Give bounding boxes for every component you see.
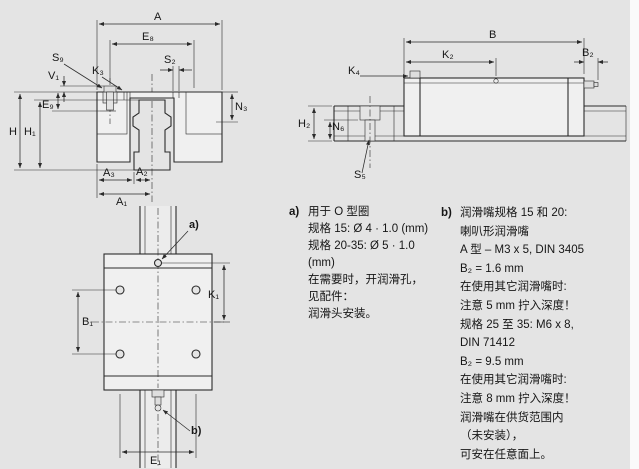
- note-line: 规格 20-35: Ø 5 · 1.0: [308, 240, 415, 252]
- dim-label-K4: K₄: [348, 65, 360, 77]
- note-line: 可安在任意面上。: [460, 448, 552, 461]
- screw-shank: [106, 91, 114, 111]
- note-line: DIN 71412: [460, 337, 515, 350]
- callout-label-a: a): [189, 219, 199, 231]
- note-line: （未安装），: [460, 430, 524, 443]
- grease-nipple-tip: [593, 82, 599, 87]
- lube-hole: [153, 258, 163, 268]
- dim-label-V1: V₁: [48, 70, 59, 82]
- note-line: 润滑嘴规格 15 和 20:: [460, 207, 568, 219]
- note-line: 在使用其它润滑嘴时:: [460, 281, 567, 294]
- note-a: a) 用于 O 型圈规格 15: Ø 4 · 1.0 (mm) 规格 20-35:…: [289, 204, 437, 323]
- dim-label-B1: B₁: [82, 316, 93, 328]
- leader-a: [161, 230, 189, 260]
- note-line: 注意 5 mm 拧入深度！: [460, 299, 576, 312]
- dim-label-E1: E₁: [150, 455, 161, 467]
- dim-label-A1: A₁: [116, 196, 127, 208]
- page-edge: [630, 0, 639, 469]
- note-line: 规格 25 至 35: M6 x 8,: [460, 318, 574, 331]
- dim-label-H2: H₂: [298, 118, 310, 130]
- note-line: A 型 – M3 x 5, DIN 3405: [460, 244, 585, 257]
- grease-nipple-tip: [154, 404, 162, 412]
- grease-nipple-end: [583, 80, 595, 89]
- note-line: 喇叭形润滑嘴: [460, 225, 529, 238]
- note-line: 在需要时，开润滑孔，: [308, 274, 423, 286]
- carriage-side: [403, 77, 585, 137]
- note-line: 规格 15: Ø 4 · 1.0 (mm): [308, 223, 429, 235]
- dim-label-H1: H₁: [24, 126, 36, 138]
- mounting-hole: [115, 349, 125, 359]
- note-a-marker: a): [289, 206, 300, 218]
- dim-label-N3: N₃: [235, 101, 247, 113]
- callout-label-b: b): [191, 425, 202, 437]
- leader-S9: [63, 63, 103, 89]
- cut-hatch-right: [185, 91, 223, 135]
- dim-label-A3: A₃: [103, 167, 115, 179]
- lube-port: [493, 78, 499, 84]
- note-line: B₂ = 1.6 mm: [460, 262, 524, 275]
- grease-nipple-top: [409, 70, 421, 79]
- dim-label-S9: S₉: [52, 52, 64, 64]
- dim-label-N6: N₆: [332, 121, 344, 133]
- side-view: B K₂ B₂ K₄ H₂ N₆ S₅: [298, 29, 627, 181]
- mounting-hole: [115, 285, 125, 295]
- grease-nipple-base: [151, 389, 165, 398]
- note-line: 注意 8 mm 拧入深度！: [460, 392, 576, 405]
- mounting-hole: [191, 349, 201, 359]
- dim-label-S2: S₂: [164, 54, 176, 66]
- note-b-lines: 润滑嘴规格 15 和 20: 喇叭形润滑嘴 A 型 – M3 x 5, DIN 34…: [460, 204, 635, 464]
- screw-head: [103, 85, 117, 93]
- dim-label-K2: K₂: [442, 49, 454, 61]
- note-b-marker: b): [441, 207, 452, 219]
- rail-section: [132, 99, 172, 171]
- note-line: (mm): [308, 257, 335, 269]
- note-line: 见配件：: [308, 291, 354, 303]
- leader-b: [162, 409, 191, 432]
- note-line: 用于 O 型圈: [308, 206, 370, 218]
- mounting-hole: [191, 285, 201, 295]
- leader-K3: [101, 76, 123, 91]
- cross-section-view: A E₈ S₉ V₁ K₃ S₂ N₃ E₉ H: [9, 11, 247, 208]
- dim-label-A: A: [154, 11, 162, 23]
- top-view: a) K₁ B₁ b) E₁: [72, 206, 230, 468]
- grease-nipple-neck: [154, 396, 162, 406]
- note-b: b) 润滑嘴规格 15 和 20: 喇叭形润滑嘴 A 型 – M3 x 5, DIN…: [441, 204, 635, 464]
- dim-label-K3: K₃: [92, 65, 104, 77]
- note-line: 在使用其它润滑嘴时:: [460, 374, 567, 387]
- note-line: B₂ = 9.5 mm: [460, 355, 524, 368]
- note-line: 润滑头安装。: [308, 308, 377, 320]
- note-a-lines: 用于 O 型圈规格 15: Ø 4 · 1.0 (mm) 规格 20-35: Ø …: [308, 204, 437, 323]
- dim-label-K1: K₁: [208, 289, 219, 301]
- note-line: 润滑嘴在供货范围内: [460, 411, 564, 424]
- dim-label-E9: E₉: [42, 99, 54, 111]
- leader-S5: [361, 139, 370, 174]
- dim-label-E8: E₈: [142, 31, 154, 43]
- dim-label-S5: S₅: [354, 169, 366, 181]
- dim-label-B2: B₂: [582, 47, 594, 59]
- dim-label-B: B: [489, 29, 496, 41]
- dim-label-H: H: [9, 126, 17, 138]
- dim-label-A2: A₂: [136, 166, 148, 178]
